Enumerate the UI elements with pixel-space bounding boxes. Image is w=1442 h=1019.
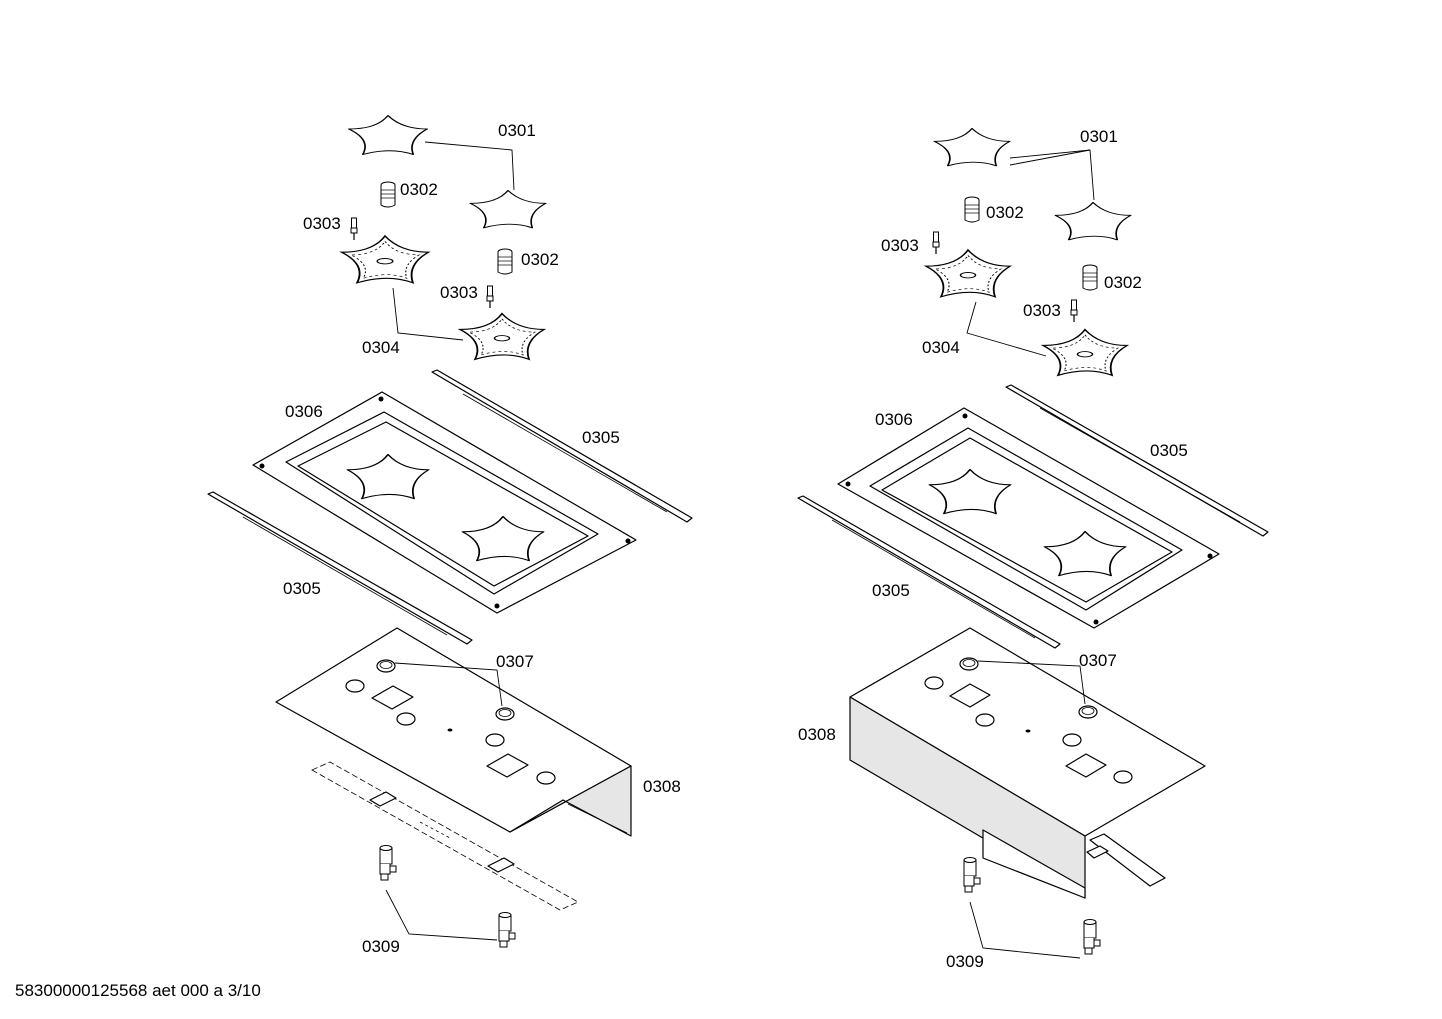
label-0309: 0309 [362,937,400,956]
label-0307: 0307 [496,652,534,671]
valve-icon [1083,919,1101,955]
label-0308: 0308 [798,725,836,744]
label-0302: 0302 [521,250,559,269]
label-0303: 0303 [440,283,478,302]
valve-icon [498,912,516,948]
label-0306: 0306 [875,410,913,429]
nozzle-icon [380,181,396,208]
burner-body-icon [925,249,1011,298]
burner-body-icon [459,312,545,361]
knob-ring-icon [959,657,979,671]
label-0307: 0307 [1079,651,1117,670]
label-0305: 0305 [872,581,910,600]
label-0301: 0301 [498,121,536,140]
label-0306: 0306 [285,402,323,421]
label-0303: 0303 [881,236,919,255]
label-0302: 0302 [1104,273,1142,292]
nozzle-icon [964,196,980,223]
burner-body-icon [340,235,430,284]
pin-icon [932,231,940,255]
pin-icon [1070,299,1078,323]
label-0308: 0308 [643,777,681,796]
burner-cap-icon [347,114,429,156]
valve-icon [379,845,397,881]
valve-icon [963,857,981,893]
label-0304: 0304 [922,338,960,357]
label-0302: 0302 [986,203,1024,222]
burner-cap-icon [933,127,1011,167]
burner-body-icon [1042,328,1128,377]
knob-ring-icon [376,659,396,673]
pin-icon [486,285,494,309]
label-0302: 0302 [400,180,438,199]
knob-ring-icon [1078,705,1098,719]
nozzle-icon [1082,264,1098,291]
right-assembly: 0301 0302 0302 0303 0303 0304 0306 0305 … [797,127,1269,971]
label-0305: 0305 [582,428,620,447]
label-0301: 0301 [1080,127,1118,146]
label-0304: 0304 [362,338,400,357]
knob-ring-icon [495,707,515,721]
pin-icon [350,217,358,241]
label-0303: 0303 [1023,301,1061,320]
label-0303: 0303 [303,214,341,233]
burner-cap-icon [1054,201,1132,241]
left-assembly: 0301 0302 0302 0303 0303 0304 0306 0305 … [207,114,693,956]
label-0309: 0309 [946,952,984,971]
label-0305: 0305 [283,579,321,598]
burner-cap-icon [469,189,547,229]
nozzle-icon [497,248,513,275]
label-0305: 0305 [1150,441,1188,460]
document-id: 58300000125568 aet 000 a 3/10 [15,981,261,1000]
